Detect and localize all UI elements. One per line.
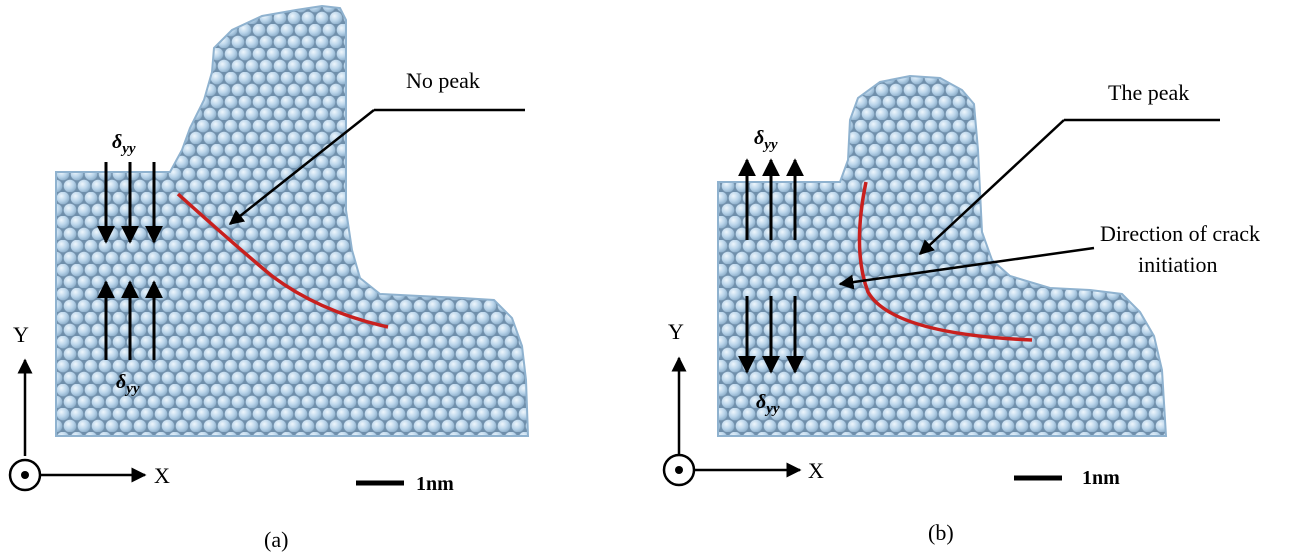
axis-label-y-b: Y bbox=[668, 319, 684, 344]
caption-b: (b) bbox=[928, 520, 954, 545]
atom-structure-b bbox=[717, 74, 1168, 437]
axes-a: Y X bbox=[8, 322, 170, 492]
crack-direction-label-line1: Direction of crack bbox=[1100, 221, 1260, 246]
stress-label-bottom-a: δyy bbox=[116, 371, 140, 397]
panel-a: δyy δyy No peak Y X 1nm (a) bbox=[8, 4, 530, 552]
atom-structure-a bbox=[55, 4, 530, 437]
crack-direction-arrow bbox=[838, 246, 1095, 290]
crack-curve-a bbox=[176, 192, 389, 329]
annotation-arrow-a bbox=[228, 109, 375, 225]
stress-arrows-bottom-b bbox=[738, 296, 804, 374]
stress-label-top-a: δyy bbox=[112, 131, 136, 157]
scale-label-a: 1nm bbox=[416, 473, 454, 495]
stress-arrows-bottom-a bbox=[97, 280, 163, 360]
axis-label-y-a: Y bbox=[13, 322, 29, 347]
scale-label-b: 1nm bbox=[1082, 467, 1120, 489]
stress-label-bottom-b: δyy bbox=[756, 391, 780, 417]
axis-label-x-b: X bbox=[808, 458, 824, 483]
stress-arrows-top-b bbox=[738, 158, 804, 240]
caption-a: (a) bbox=[264, 527, 288, 552]
axes-b: Y X bbox=[662, 319, 824, 487]
crack-direction-label-line2: initiation bbox=[1138, 252, 1217, 277]
axis-label-x-a: X bbox=[154, 463, 170, 488]
stress-arrows-top-a bbox=[97, 162, 163, 244]
stress-label-top-b: δyy bbox=[754, 127, 778, 153]
annotation-label-b: The peak bbox=[1108, 80, 1189, 105]
panel-b: δyy δyy The peak Direction of crack init… bbox=[662, 74, 1260, 545]
annotation-label-a: No peak bbox=[406, 68, 480, 93]
crack-curve-b bbox=[857, 181, 1033, 342]
annotation-arrow-b bbox=[918, 119, 1065, 256]
